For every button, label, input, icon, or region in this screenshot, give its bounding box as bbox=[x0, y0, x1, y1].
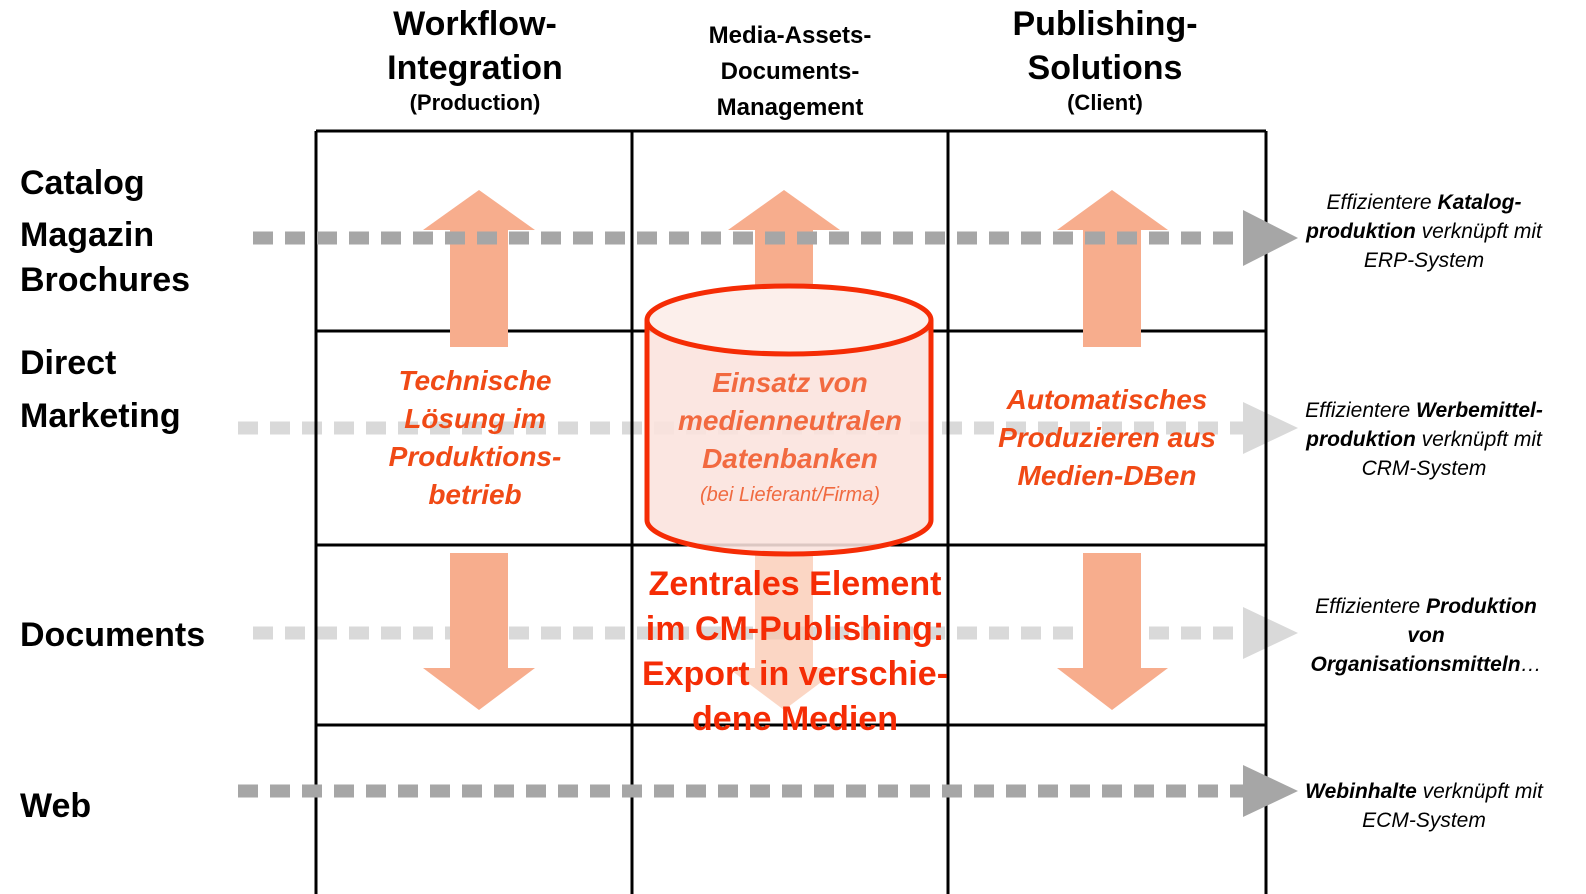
central-element-line1: Zentrales Element bbox=[648, 565, 942, 603]
cell-technical-line4: betrieb bbox=[428, 479, 522, 510]
column-header-publishing-subtitle: (Client) bbox=[1067, 90, 1143, 115]
cell-automatic-line3: Medien-DBen bbox=[1017, 460, 1197, 491]
row-label-documents: Documents bbox=[20, 616, 206, 654]
side-note-direct-bold2: produktion bbox=[1306, 428, 1416, 451]
side-note-catalog-post: verknüpft mit bbox=[1415, 220, 1542, 243]
row-label-direct-line1: Direct bbox=[20, 344, 117, 382]
cell-technical-line3: Produktions- bbox=[388, 441, 562, 472]
side-note-direct-bold1: Werbemittel- bbox=[1416, 399, 1543, 422]
row-label-catalog-line2: Magazin bbox=[20, 216, 155, 254]
side-note-direct-post: verknüpft mit bbox=[1415, 428, 1542, 451]
column-header-publishing-line1: Publishing- bbox=[1012, 5, 1198, 43]
side-note-direct-pre: Effizientere bbox=[1305, 399, 1417, 422]
side-note-direct-line3: CRM-System bbox=[1361, 457, 1487, 480]
central-element-text: Zentrales Element im CM-Publishing: Expo… bbox=[610, 562, 980, 742]
side-note-web: Webinhalte verknüpft mit ECM-System bbox=[1284, 777, 1564, 835]
column-header-workflow: Workflow- Integration (Production) bbox=[330, 2, 620, 116]
row-label-web: Web bbox=[20, 787, 92, 825]
cell-automatic-line1: Automatisches bbox=[1006, 384, 1208, 415]
column-header-workflow-line2: Integration bbox=[387, 49, 563, 87]
side-note-documents-post: … bbox=[1520, 653, 1542, 676]
side-note-catalog: Effizientere Katalog- produktion verknüp… bbox=[1284, 188, 1564, 275]
cell-database-line1: Einsatz von bbox=[712, 367, 868, 398]
central-element-line3: Export in verschie- bbox=[641, 655, 949, 693]
side-note-web-line2: ECM-System bbox=[1362, 809, 1486, 832]
side-note-direct: Effizientere Werbemittel- produktion ver… bbox=[1284, 396, 1564, 483]
side-note-web-bold1: Webinhalte bbox=[1305, 780, 1417, 803]
cell-database-note: (bei Lieferant/Firma) bbox=[699, 484, 881, 506]
column-header-workflow-subtitle: (Production) bbox=[409, 90, 541, 115]
dotted-arrow-head-web bbox=[1243, 765, 1298, 817]
dotted-arrow-head-catalog bbox=[1243, 210, 1298, 266]
row-label-catalog-line1: Catalog bbox=[20, 164, 145, 202]
dotted-arrow-head-documents bbox=[1243, 607, 1298, 659]
cell-technical-line2: Lösung im bbox=[404, 403, 546, 434]
cell-technical-line1: Technische bbox=[398, 365, 552, 396]
column-header-media-line1: Media-Assets- bbox=[708, 22, 872, 49]
cell-automatic-production: Automatisches Produzieren aus Medien-DBe… bbox=[955, 381, 1259, 495]
down-arrow-media bbox=[728, 553, 840, 710]
column-header-publishing-line2: Solutions bbox=[1027, 49, 1183, 87]
side-note-documents: Effizientere Produktion von Organisation… bbox=[1284, 592, 1568, 679]
cell-automatic-line2: Produzieren aus bbox=[998, 422, 1216, 453]
column-header-publishing: Publishing- Solutions (Client) bbox=[960, 2, 1250, 116]
column-header-media-line2: Documents- bbox=[720, 58, 860, 85]
side-note-documents-pre: Effizientere bbox=[1315, 595, 1427, 618]
row-label-catalog-line3: Brochures bbox=[20, 261, 191, 299]
dotted-arrow-head-direct bbox=[1243, 402, 1298, 454]
side-note-documents-bold2: von bbox=[1407, 624, 1445, 647]
side-note-catalog-bold2: produktion bbox=[1306, 220, 1416, 243]
up-arrow-publishing bbox=[1057, 190, 1168, 347]
column-header-workflow-line1: Workflow- bbox=[393, 5, 557, 43]
column-header-media-line3: Management bbox=[716, 94, 864, 121]
cell-technical-solution: Technische Lösung im Produktions- betrie… bbox=[320, 362, 630, 514]
side-note-documents-bold1: Produktion bbox=[1426, 595, 1537, 618]
side-note-documents-bold3: Organisationsmitteln bbox=[1310, 653, 1521, 676]
side-note-catalog-line3: ERP-System bbox=[1363, 249, 1485, 272]
central-element-line4: dene Medien bbox=[692, 700, 898, 738]
row-label-direct-line2: Marketing bbox=[20, 397, 181, 435]
side-note-catalog-pre: Effizientere bbox=[1326, 191, 1438, 214]
down-arrow-workflow bbox=[423, 553, 535, 710]
side-note-catalog-bold1: Katalog- bbox=[1437, 191, 1522, 214]
column-header-media: Media-Assets- Documents- Management bbox=[640, 18, 940, 126]
cell-database-line2: medienneutralen bbox=[677, 405, 903, 436]
side-note-web-post: verknüpft mit bbox=[1416, 780, 1543, 803]
cell-database-line3: Datenbanken bbox=[702, 443, 878, 474]
cell-database: Einsatz von medienneutralen Datenbanken … bbox=[640, 364, 940, 508]
down-arrow-publishing bbox=[1057, 553, 1168, 710]
up-arrow-workflow bbox=[423, 190, 535, 347]
database-cylinder-icon bbox=[644, 283, 934, 557]
central-element-line2: im CM-Publishing: bbox=[645, 610, 945, 648]
